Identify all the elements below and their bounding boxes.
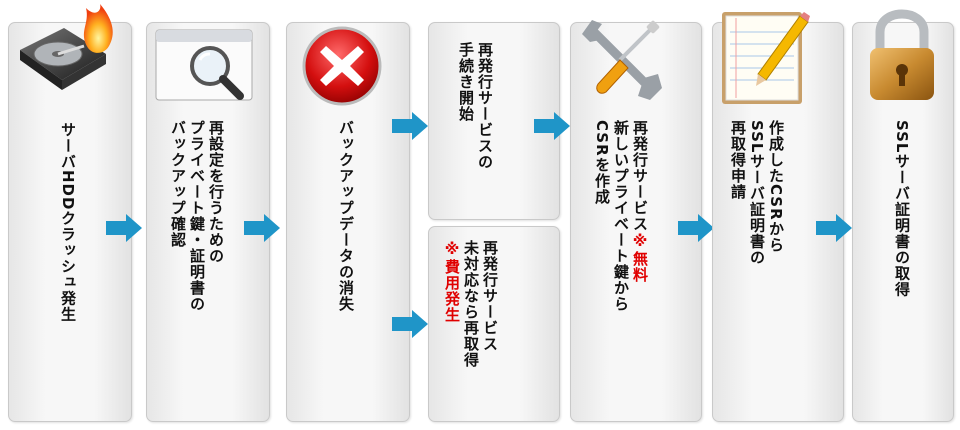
hard-drive-fire-icon [14,2,118,98]
step-5-cost-note: ※費用発生 [443,240,461,323]
step-6-line-3: CSRを作成 [593,120,611,205]
step-2-line-3: バックアップ確認 [169,120,187,248]
step-5-line-1: 再発行サービス [481,240,499,352]
step-6-free-note: ※無料 [631,232,649,283]
notepad-pencil-icon [716,4,812,108]
arrow-right-icon [534,112,570,140]
step-3-text: バックアップデータの消失 [336,120,355,312]
step-6-line-1: 再発行サービス※無料 [631,120,649,283]
step-5-line-2: 未対応なら再取得 [462,240,480,368]
step-7-line-3: 再取得申請 [729,120,747,200]
step-1-text: サーバHDDクラッシュ発生 [58,122,77,322]
step-8-text: SSLサーバ証明書の取得 [892,120,911,298]
step-6-line-2: 新しいプライベート鍵から [612,120,630,312]
step-2-line-2: プライベート鍵・証明書の [188,120,206,312]
step-8-line-1: SSLサーバ証明書の取得 [893,120,911,298]
arrow-right-icon [392,112,428,140]
magnifier-window-icon [152,20,262,108]
step-4-line-2: 手続き開始 [457,42,475,122]
step-7-text: 作成したCSRから SSLサーバ証明書の 再取得申請 [728,120,785,266]
step-4-text: 再発行サービスの 手続き開始 [456,42,494,170]
arrow-right-icon [106,214,142,242]
step-2-line-1: 再設定を行うための [207,120,225,264]
step-4-line-1: 再発行サービスの [476,42,494,170]
arrow-right-icon [816,214,852,242]
step-7-line-2: SSLサーバ証明書の [748,120,766,266]
padlock-icon [860,4,944,108]
step-6-text: 再発行サービス※無料 新しいプライベート鍵から CSRを作成 [592,120,649,312]
step-6-line-1-prefix: 再発行サービス [631,120,649,232]
arrow-right-icon [392,310,428,338]
step-1-line-1: サーバHDDクラッシュ発生 [59,122,77,323]
arrow-right-icon [678,214,714,242]
step-7-line-1: 作成したCSRから [767,120,785,253]
arrow-right-icon [244,214,280,242]
step-5-text: 再発行サービス 未対応なら再取得 ※費用発生 [442,240,499,368]
step-2-text: 再設定を行うための プライベート鍵・証明書の バックアップ確認 [168,120,225,312]
tools-icon [576,14,668,106]
step-3-line-1: バックアップデータの消失 [337,120,355,312]
red-x-icon [300,24,384,108]
step-card-reacquire [428,226,560,422]
